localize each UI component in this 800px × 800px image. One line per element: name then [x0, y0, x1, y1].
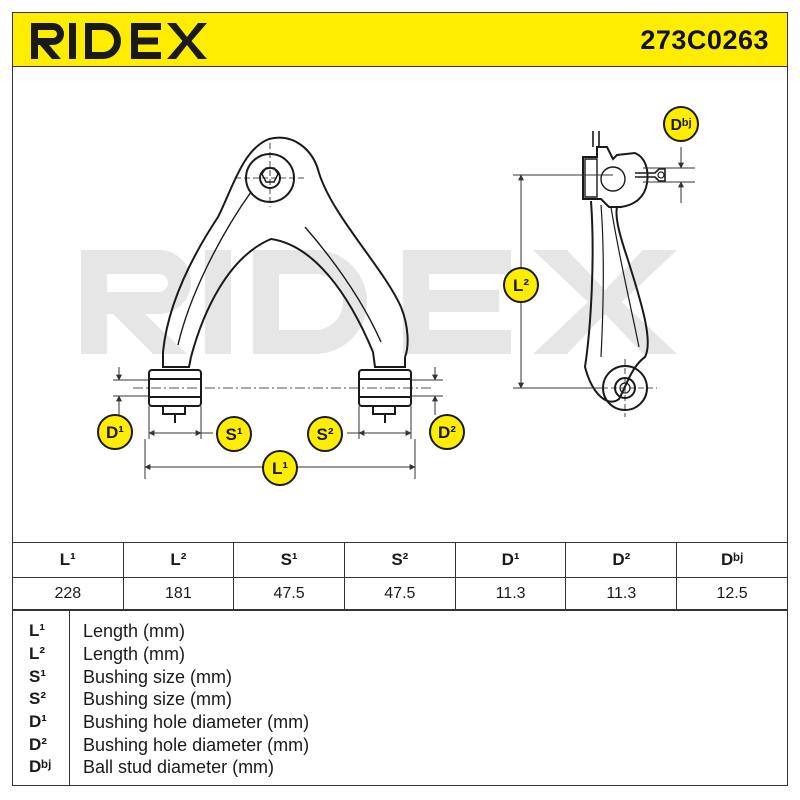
technical-drawing: D¹ S¹ S² D² L¹ — [12, 67, 788, 542]
spec-table: L¹ L² S¹ S² D¹ D² Dᵇʲ 228 181 47.5 47.5 … — [12, 542, 788, 611]
spec-value-L1: 228 — [12, 577, 124, 611]
spec-header-S1: S¹ — [233, 542, 345, 578]
spec-value-D2: 11.3 — [565, 577, 678, 611]
legend-description: Ball stud diameter (mm) — [83, 757, 275, 777]
control-arm-side-view — [582, 131, 666, 417]
legend-symbol: D¹ — [29, 712, 47, 731]
spec-value-S2: 47.5 — [343, 577, 456, 611]
legend-symbol: L² — [29, 644, 46, 663]
badge-D1: D¹ — [97, 414, 133, 450]
drawing-canvas: D¹ S¹ S² D² L¹ — [81, 106, 699, 486]
badge-Dbj-label: Dᵇʲ — [671, 117, 692, 134]
legend-box: L¹ Length (mm) L² Length (mm) S¹ Bushing… — [12, 609, 788, 786]
spec-header-D2: D² — [565, 542, 678, 578]
legend-symbol: S² — [29, 689, 46, 708]
spec-value-L2: 181 — [122, 577, 235, 611]
badge-D1-label: D¹ — [106, 423, 124, 442]
badge-Dbj: Dᵇʲ — [663, 106, 699, 142]
badge-D2-label: D² — [438, 423, 456, 442]
legend-symbol: S¹ — [29, 667, 46, 686]
legend-item: D² Bushing hole diameter (mm) — [13, 734, 787, 756]
legend-symbol: D² — [29, 735, 47, 754]
badge-L1: L¹ — [262, 450, 298, 486]
spec-header-D1: D¹ — [454, 542, 567, 578]
legend-item: S¹ Bushing size (mm) — [13, 666, 787, 688]
legend-symbol: L¹ — [29, 621, 46, 640]
legend-item: L¹ Length (mm) — [13, 620, 787, 642]
spec-value-row: 228 181 47.5 47.5 11.3 11.3 12.5 — [12, 577, 788, 611]
spec-header-L1: L¹ — [12, 542, 124, 578]
legend-divider — [69, 610, 70, 785]
legend-description: Bushing size (mm) — [83, 667, 233, 687]
badge-L1-label: L¹ — [272, 459, 288, 478]
legend-description: Bushing hole diameter (mm) — [83, 712, 310, 732]
badge-S1: S¹ — [216, 416, 252, 452]
badge-D2: D² — [429, 414, 465, 450]
badge-S1-label: S¹ — [226, 425, 243, 444]
badge-S2-label: S² — [317, 425, 334, 444]
legend-item: S² Bushing size (mm) — [13, 688, 787, 710]
dimension-label-badges: D¹ S¹ S² D² L¹ — [97, 106, 699, 486]
badge-S2: S² — [307, 416, 343, 452]
legend-symbol: Dᵇʲ — [29, 757, 52, 776]
spec-header-row: L¹ L² S¹ S² D¹ D² Dᵇʲ — [12, 542, 788, 578]
part-number: 273C0263 — [640, 25, 769, 55]
badge-L2: L² — [503, 267, 539, 303]
spec-header-L2: L² — [122, 542, 235, 578]
spec-value-Dbj: 12.5 — [676, 577, 788, 611]
spec-header-S2: S² — [343, 542, 456, 578]
legend-description: Bushing hole diameter (mm) — [83, 735, 310, 755]
header-bar: 273C0263 — [12, 12, 788, 67]
badge-L2-label: L² — [513, 276, 529, 295]
legend-item: D¹ Bushing hole diameter (mm) — [13, 711, 787, 733]
legend-item: Dᵇʲ Ball stud diameter (mm) — [13, 756, 787, 778]
legend-description: Bushing size (mm) — [83, 689, 233, 709]
legend-item: L² Length (mm) — [13, 643, 787, 665]
spec-value-S1: 47.5 — [233, 577, 345, 611]
legend-description: Length (mm) — [83, 644, 186, 664]
spec-header-Dbj: Dᵇʲ — [676, 542, 788, 578]
spec-value-D1: 11.3 — [454, 577, 567, 611]
control-arm-front-view — [133, 136, 433, 423]
watermark-logo — [81, 250, 677, 354]
legend-description: Length (mm) — [83, 621, 186, 641]
ridex-logo — [31, 23, 207, 59]
